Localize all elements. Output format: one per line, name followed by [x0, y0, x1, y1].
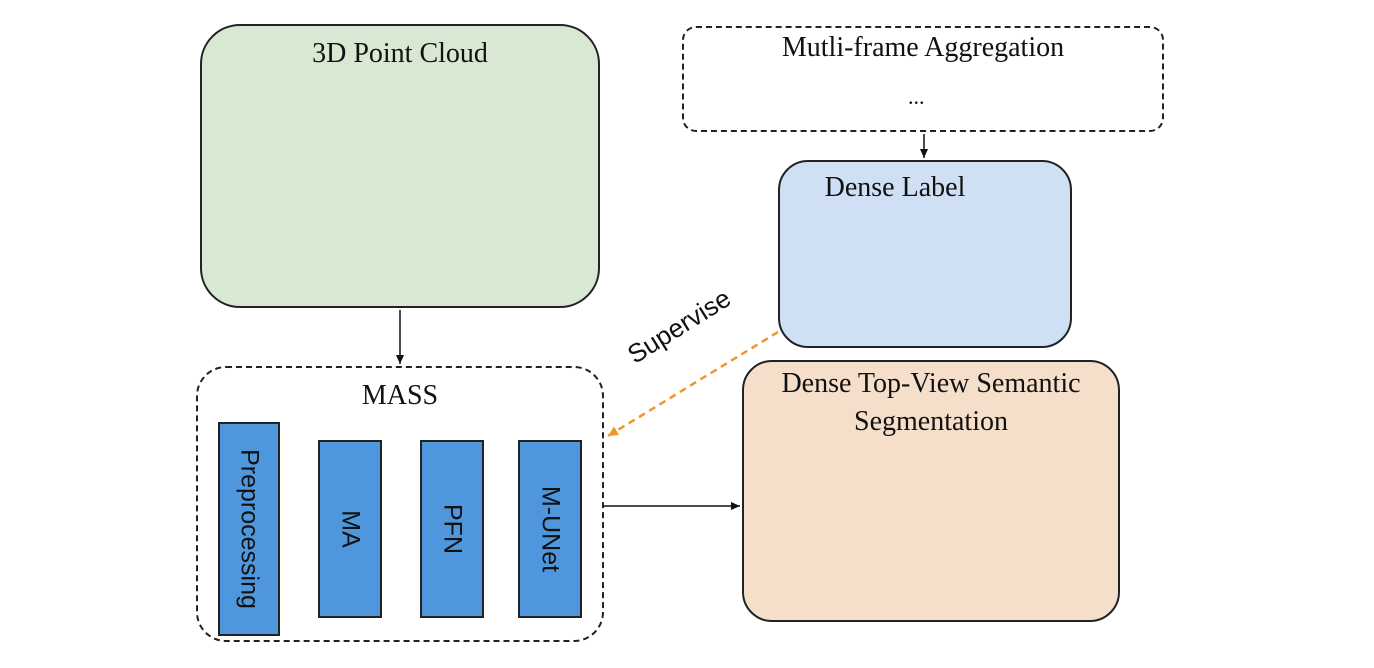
point-cloud-node: 3D Point Cloud [200, 24, 600, 308]
aggregation-title: Mutli-frame Aggregation [781, 32, 1065, 63]
edge-supervise [607, 330, 779, 438]
ma-module: MA [318, 440, 382, 618]
aggregation-ellipsis: ... [908, 84, 925, 109]
segmentation-node: Dense Top-View Semantic Segmentation [742, 360, 1120, 622]
pfn-module: PFN [420, 440, 484, 618]
preprocessing-module: Preprocessing [218, 422, 280, 636]
segmentation-title-line1: Dense Top-View Semantic [781, 368, 1081, 399]
point-cloud-title: 3D Point Cloud [312, 38, 488, 69]
preprocessing-label: Preprocessing [235, 449, 264, 609]
mass-title: MASS [361, 380, 439, 411]
dense-label-node: Dense Label [778, 160, 1072, 348]
munet-module: M-UNet [518, 440, 582, 618]
pfn-label: PFN [438, 504, 467, 554]
segmentation-title-line2: Segmentation [854, 406, 1008, 437]
munet-label: M-UNet [536, 485, 565, 573]
aggregation-node: Mutli-frame Aggregation [682, 26, 1164, 132]
ma-label: MA [336, 510, 365, 548]
dense-label-title: Dense Label [824, 172, 966, 203]
